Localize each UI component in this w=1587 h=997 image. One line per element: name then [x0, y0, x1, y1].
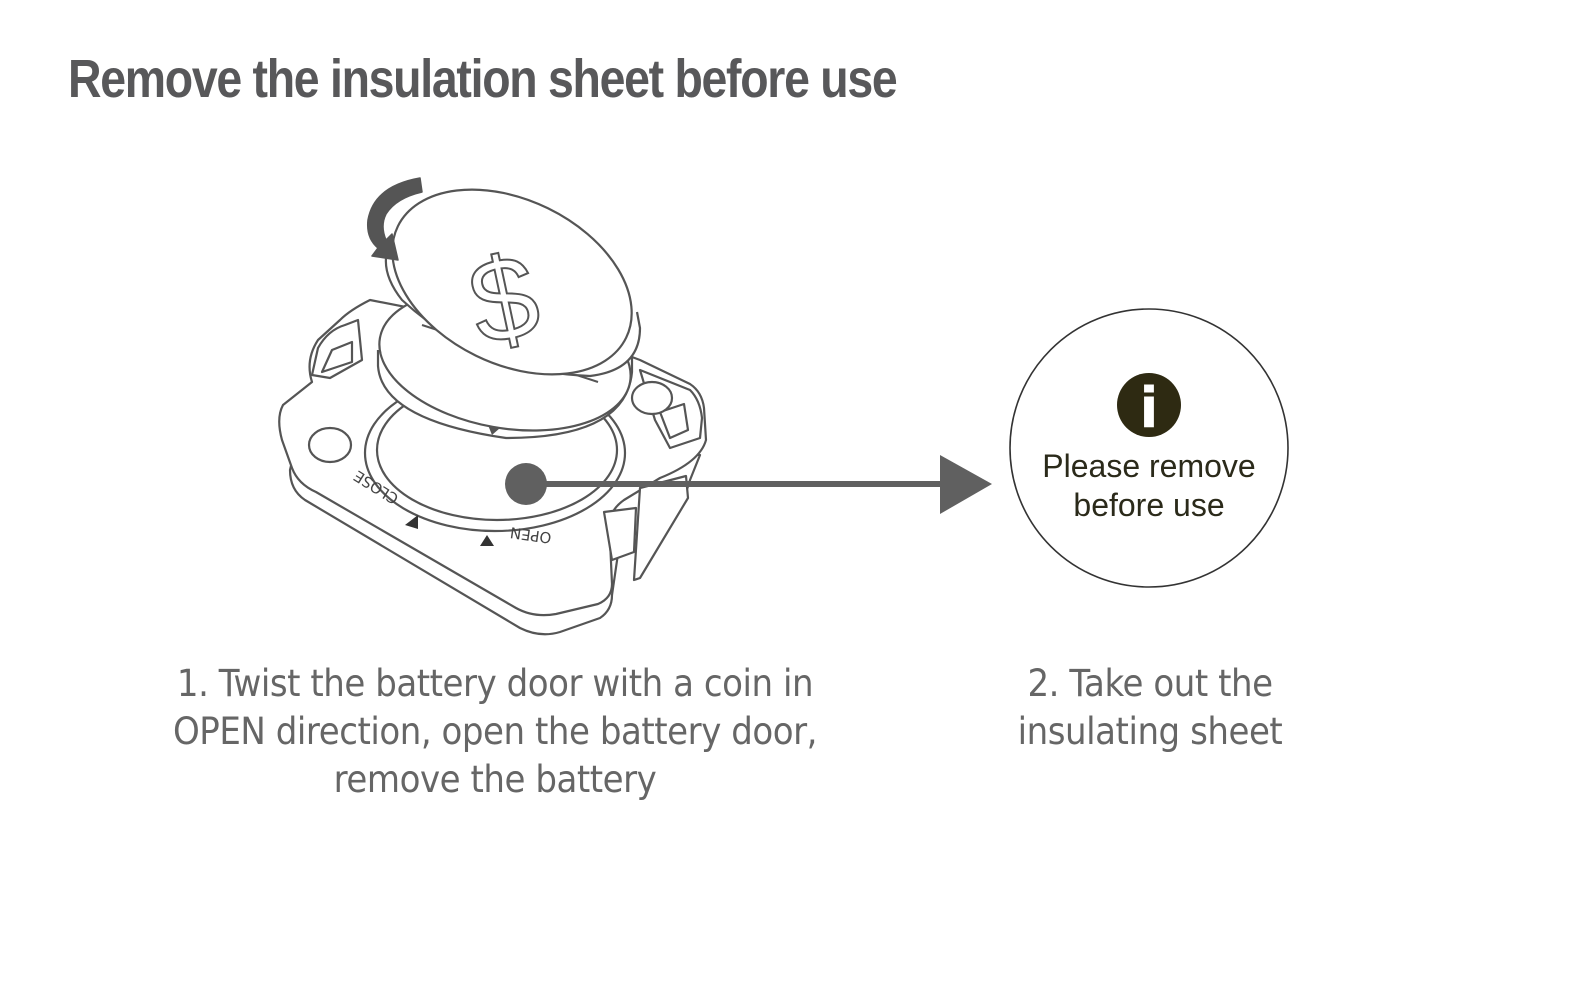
open-label: OPEN: [509, 523, 553, 547]
battery-door-coin: $: [384, 188, 642, 378]
notice-circle: i Please remove before use: [1009, 308, 1289, 588]
open-marker-icon: [480, 535, 494, 546]
info-icon-glyph: i: [1139, 376, 1158, 441]
step-1-line-3: remove the battery: [333, 758, 657, 801]
step-2-line-1: 2. Take out the: [1027, 662, 1273, 705]
page-title: Remove the insulation sheet before use: [68, 49, 898, 109]
step-2-caption: 2. Take out the insulating sheet: [975, 660, 1325, 756]
step-1-caption: 1. Twist the battery door with a coin in…: [141, 660, 849, 804]
close-marker-icon: [405, 515, 418, 529]
notice-line-1: Please remove: [1042, 448, 1255, 484]
notice-line-2: before use: [1073, 487, 1224, 523]
arrow-right-icon: [526, 455, 992, 514]
info-icon: [1117, 373, 1181, 437]
step-2-line-2: insulating sheet: [1017, 710, 1283, 753]
step-1-line-1: 1. Twist the battery door with a coin in: [176, 662, 814, 705]
step-1-line-2: OPEN direction, open the battery door,: [172, 710, 818, 753]
rotate-arrow-icon: [366, 177, 423, 261]
